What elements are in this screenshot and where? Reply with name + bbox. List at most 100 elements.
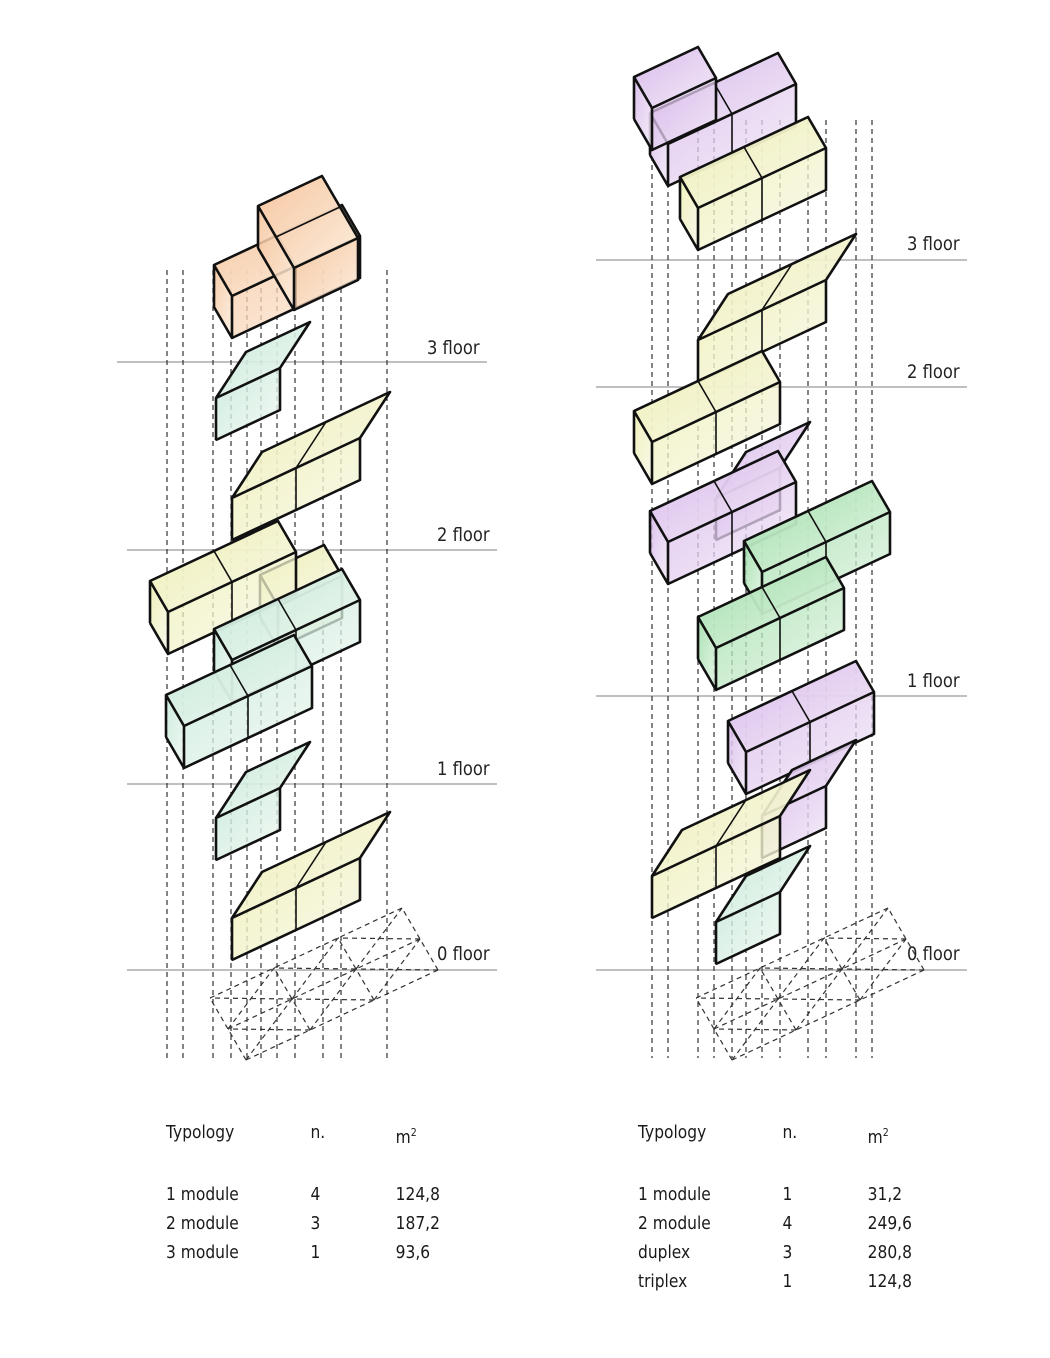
module-box-green bbox=[696, 555, 846, 692]
header-area: m2 bbox=[867, 1126, 889, 1148]
cell-typology: 3 module bbox=[166, 1242, 239, 1263]
base-grid-diagonal bbox=[713, 1028, 797, 1031]
table-row: 1 module 1 31,2 bbox=[638, 1180, 936, 1209]
cell-typology: 2 module bbox=[166, 1213, 239, 1234]
base-grid-diagonal bbox=[273, 967, 357, 970]
cell-typology: duplex bbox=[638, 1242, 691, 1263]
module-box-mint-sloped bbox=[214, 740, 312, 862]
cell-area: 249,6 bbox=[867, 1213, 912, 1234]
base-grid-diagonal bbox=[713, 967, 761, 1030]
base-grid-line bbox=[731, 969, 925, 1061]
box-outline bbox=[632, 349, 782, 486]
base-grid-diagonal bbox=[731, 998, 779, 1061]
base-grid-diagonal bbox=[823, 937, 907, 940]
base-grid-diagonal bbox=[777, 998, 861, 1001]
table-row: triplex 1 124,8 bbox=[638, 1267, 936, 1296]
box-outline bbox=[650, 768, 812, 920]
base-grid-diagonal bbox=[777, 937, 825, 1000]
base-grid-diagonal bbox=[759, 967, 843, 970]
base-grid-line bbox=[245, 969, 439, 1061]
base-grid-diagonal bbox=[355, 907, 403, 970]
floor-label: 2 floor bbox=[907, 362, 960, 383]
cell-area: 187,2 bbox=[395, 1213, 440, 1234]
cell-area: 124,8 bbox=[867, 1271, 912, 1292]
cell-count: 4 bbox=[310, 1184, 321, 1205]
base-grid-diagonal bbox=[227, 1028, 311, 1031]
cell-typology: 1 module bbox=[166, 1184, 239, 1205]
box-outline bbox=[648, 449, 798, 586]
table-row: duplex 3 280,8 bbox=[638, 1238, 936, 1267]
base-grid-diagonal bbox=[795, 968, 843, 1031]
floor-label: 0 floor bbox=[907, 944, 960, 965]
cell-count: 3 bbox=[782, 1242, 793, 1263]
cell-count: 3 bbox=[310, 1213, 321, 1234]
header-count: n. bbox=[310, 1122, 326, 1143]
base-grid-diagonal bbox=[337, 937, 421, 940]
cell-count: 1 bbox=[782, 1184, 793, 1205]
box-outline bbox=[726, 659, 876, 796]
module-box-orange bbox=[256, 174, 360, 312]
typology-table-left: Typology n. m2 1 module 4 124,8 2 module… bbox=[166, 1118, 464, 1267]
box-outline bbox=[696, 232, 858, 384]
base-grid-diagonal bbox=[859, 938, 907, 1001]
floor-label: 1 floor bbox=[437, 759, 490, 780]
module-box-purple bbox=[726, 659, 876, 796]
module-box-mint-sloped bbox=[714, 844, 812, 966]
base-grid-diagonal bbox=[291, 998, 375, 1001]
box-outline bbox=[164, 633, 314, 770]
box-outline bbox=[230, 390, 392, 542]
base-grid-diagonal bbox=[355, 968, 439, 971]
base-grid-line bbox=[887, 907, 925, 971]
cell-typology: 1 module bbox=[638, 1184, 711, 1205]
base-grid-line bbox=[695, 997, 733, 1061]
cell-area: 93,6 bbox=[395, 1242, 431, 1263]
base-grid-diagonal bbox=[209, 997, 293, 1000]
box-outline bbox=[678, 115, 828, 252]
module-box-mint-sloped bbox=[214, 320, 312, 442]
module-box-yellow-sloped bbox=[696, 232, 858, 384]
base-grid-line bbox=[401, 907, 439, 971]
table-row: 2 module 4 249,6 bbox=[638, 1209, 936, 1238]
module-box-mint bbox=[164, 633, 314, 770]
base-grid-diagonal bbox=[245, 998, 293, 1061]
module-box-yellow bbox=[678, 115, 828, 252]
header-area: m2 bbox=[395, 1126, 417, 1148]
cell-area: 280,8 bbox=[867, 1242, 912, 1263]
box-outline bbox=[214, 740, 312, 862]
base-grid-diagonal bbox=[309, 968, 357, 1031]
module-divider bbox=[275, 206, 341, 238]
module-box-yellow-sloped bbox=[650, 768, 812, 920]
box-outline bbox=[714, 844, 812, 966]
base-grid-line bbox=[337, 937, 375, 1001]
base-grid-diagonal bbox=[373, 938, 421, 1001]
header-count: n. bbox=[782, 1122, 798, 1143]
module-box-purple bbox=[648, 449, 798, 586]
floor-lines bbox=[117, 259, 967, 971]
header-typology: Typology bbox=[166, 1122, 235, 1143]
isometric-diagram: 3 floor 2 floor 1 floor 0 floor 3 floor … bbox=[117, 45, 967, 1061]
base-grid-line bbox=[209, 997, 247, 1061]
module-box-yellow bbox=[148, 519, 298, 656]
projection-lines-left bbox=[166, 270, 439, 1061]
base-grid-diagonal bbox=[841, 968, 925, 971]
floor-label: 1 floor bbox=[907, 671, 960, 692]
base-grid-line bbox=[227, 938, 421, 1030]
module-box-yellow-sloped bbox=[230, 390, 392, 542]
box-outline bbox=[696, 555, 846, 692]
cell-count: 4 bbox=[782, 1213, 793, 1234]
base-grid-line bbox=[273, 967, 311, 1031]
table-row: 2 module 3 187,2 bbox=[166, 1209, 464, 1238]
box-outline bbox=[148, 519, 298, 656]
module-boxes bbox=[148, 45, 892, 966]
table-header: Typology n. m2 bbox=[638, 1118, 936, 1152]
cell-typology: triplex bbox=[638, 1271, 688, 1292]
base-grid-diagonal bbox=[291, 937, 339, 1000]
base-grid-line bbox=[759, 967, 797, 1031]
cell-typology: 2 module bbox=[638, 1213, 711, 1234]
table-row: 1 module 4 124,8 bbox=[166, 1180, 464, 1209]
floor-label: 3 floor bbox=[427, 338, 480, 359]
base-grid-line bbox=[823, 937, 861, 1001]
module-box-purple bbox=[632, 45, 718, 152]
box-outline bbox=[230, 810, 392, 962]
module-box-yellow-sloped bbox=[230, 810, 392, 962]
